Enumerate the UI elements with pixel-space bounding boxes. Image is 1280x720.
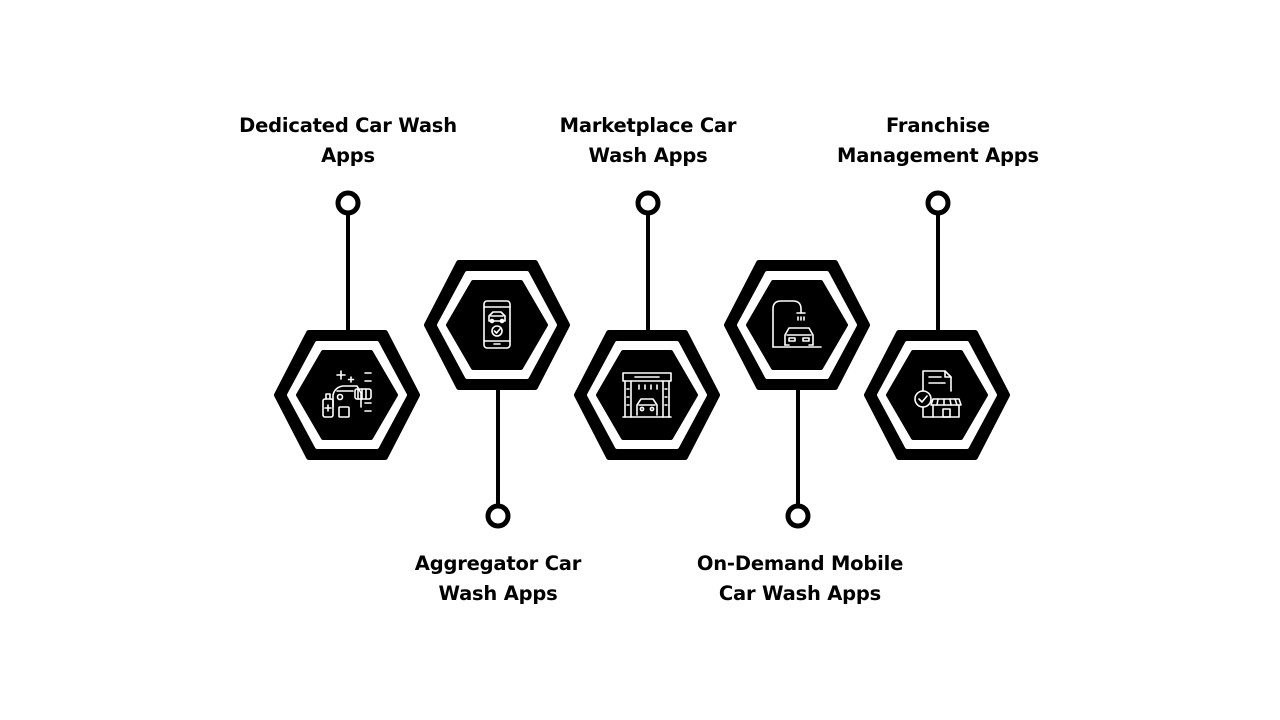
stage-label-line: Apps [321, 144, 375, 167]
hexagon-3 [727, 263, 867, 387]
hexagon-4 [867, 333, 1007, 457]
franchise-store-icon [914, 370, 962, 418]
stage-label-line: Wash Apps [588, 144, 708, 167]
stage-label-on-demand: On-Demand Mobile Car Wash Apps [650, 549, 950, 609]
stage-label-line: Franchise [886, 114, 990, 137]
stage-label-line: Dedicated Car Wash [239, 114, 457, 137]
endpoint-0 [335, 190, 361, 216]
stage-label-franchise: Franchise Management Apps [788, 111, 1088, 171]
endpoints [335, 190, 951, 529]
car-wash-station-icon [622, 372, 672, 418]
endpoint-4 [925, 190, 951, 216]
car-shower-icon [772, 300, 822, 348]
stage-label-line: Wash Apps [438, 582, 558, 605]
stage-label-line: Management Apps [837, 144, 1039, 167]
endpoint-3 [785, 503, 811, 529]
mobile-booking-icon [483, 300, 511, 349]
stage-label-line: Marketplace Car [559, 114, 737, 137]
hexagon-2 [577, 333, 717, 457]
stage-label-marketplace: Marketplace Car Wash Apps [498, 111, 798, 171]
connectors [346, 213, 940, 506]
stage-label-line: Aggregator Car [414, 552, 582, 575]
car-wash-detailing-icon [322, 370, 372, 418]
stage-label-line: Car Wash Apps [718, 582, 882, 605]
stage-label-aggregator: Aggregator Car Wash Apps [348, 549, 648, 609]
stage-label-line: On-Demand Mobile [696, 552, 904, 575]
stage-label-dedicated: Dedicated Car Wash Apps [198, 111, 498, 171]
hexagon-0 [277, 333, 417, 457]
endpoint-1 [485, 503, 511, 529]
endpoint-2 [635, 190, 661, 216]
hexagon-1 [427, 263, 567, 387]
